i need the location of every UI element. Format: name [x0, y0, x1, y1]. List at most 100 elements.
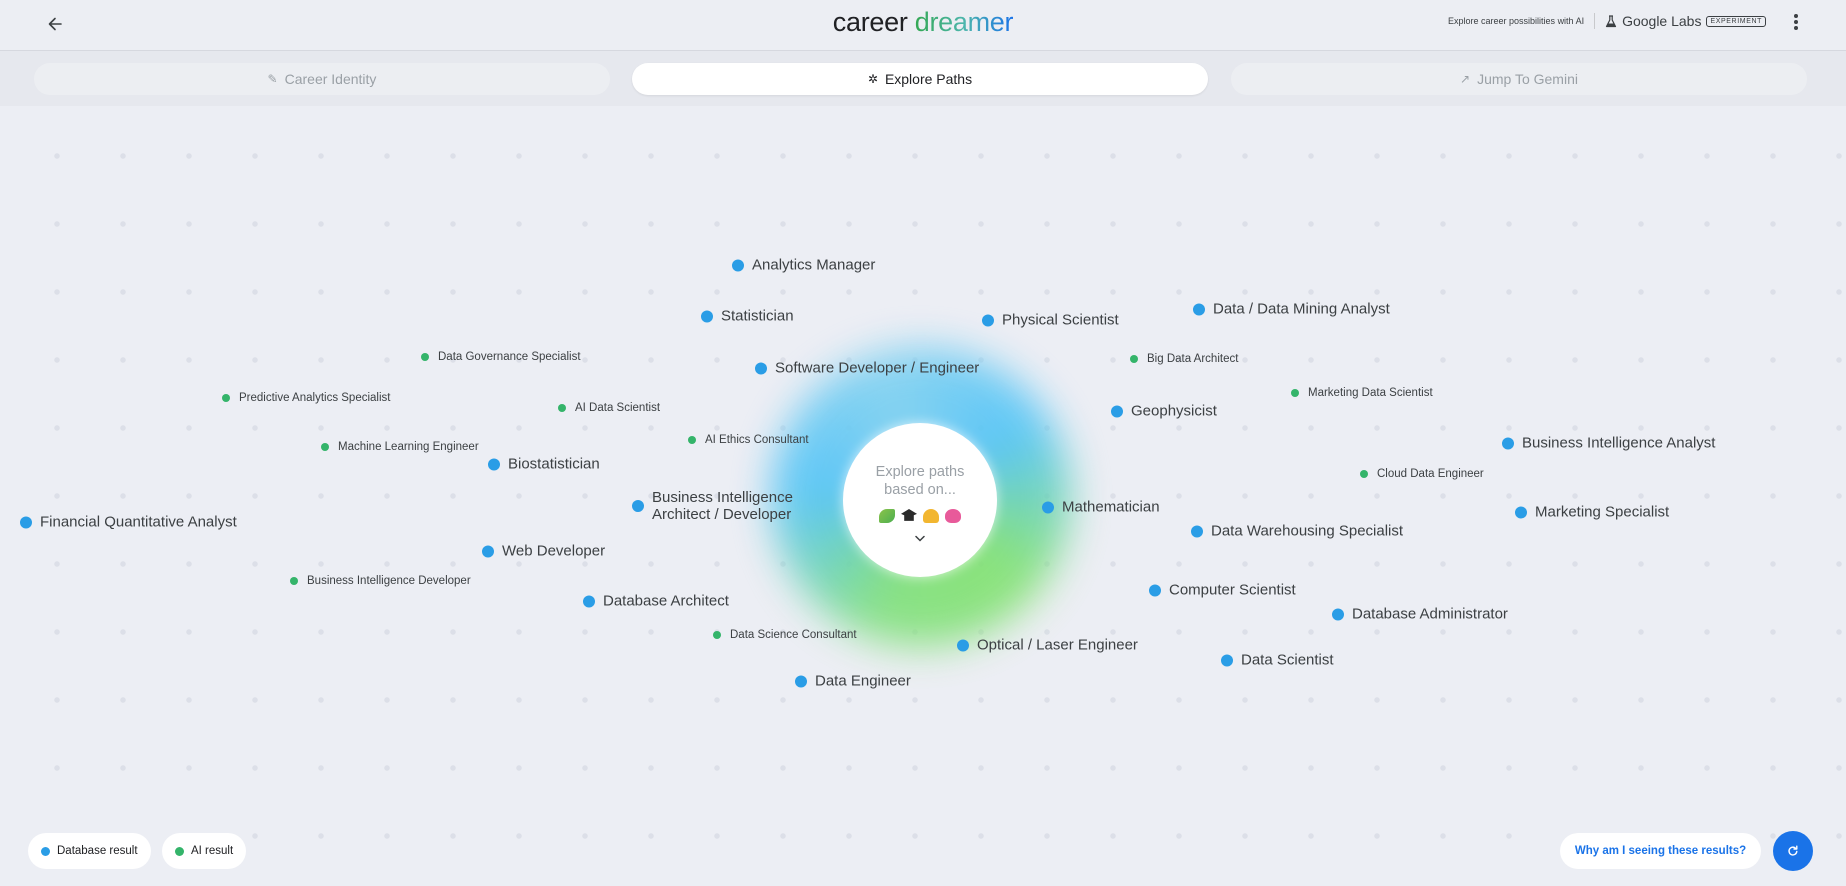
explore-paths-orb[interactable]: Explore paths based on... — [843, 423, 997, 577]
career-node[interactable]: Machine Learning Engineer — [321, 441, 479, 453]
career-node[interactable]: Business Intelligence Architect / Develo… — [632, 489, 832, 523]
ai-result-dot — [222, 394, 230, 402]
career-label: Database Architect — [603, 592, 729, 610]
more-options-button[interactable] — [1792, 12, 1800, 32]
sparkle-icon: ✎ — [267, 72, 278, 86]
career-label: Data Warehousing Specialist — [1211, 522, 1404, 540]
career-label: Biostatistician — [508, 455, 600, 473]
career-node[interactable]: Optical / Laser Engineer — [957, 637, 1138, 654]
career-node[interactable]: Software Developer / Engineer — [755, 360, 979, 377]
database-result-dot — [701, 310, 713, 322]
ai-result-dot — [688, 436, 696, 444]
career-label: Business Intelligence Developer — [307, 575, 471, 587]
career-label: Big Data Architect — [1147, 353, 1239, 365]
tab-bar: ✎ Career Identity ✲ Explore Paths ↗ Jump… — [0, 51, 1846, 106]
legend-ai-dot — [175, 846, 184, 856]
legend-database-result: Database result — [28, 833, 151, 869]
career-node[interactable]: AI Data Scientist — [558, 402, 660, 414]
career-label: Cloud Data Engineer — [1377, 468, 1484, 480]
career-node[interactable]: Data Warehousing Specialist — [1191, 523, 1403, 540]
why-results-button[interactable]: Why am I seeing these results? — [1560, 833, 1761, 869]
database-result-dot — [1502, 437, 1514, 449]
career-node[interactable]: Business Intelligence Analyst — [1502, 435, 1715, 452]
career-node[interactable]: Data Governance Specialist — [421, 351, 581, 363]
career-label: Data Engineer — [815, 672, 911, 690]
ai-result-dot — [1130, 355, 1138, 363]
header-right: Explore career possibilities with AI Goo… — [1448, 13, 1766, 29]
ai-result-dot — [713, 631, 721, 639]
ai-result-dot — [290, 577, 298, 585]
career-label: Business Intelligence Architect / Develo… — [652, 489, 793, 523]
career-node[interactable]: AI Ethics Consultant — [688, 434, 809, 446]
orb-line-1: Explore paths — [875, 464, 965, 480]
back-button[interactable] — [40, 9, 70, 39]
ai-result-dot — [558, 404, 566, 412]
career-label: Optical / Laser Engineer — [977, 636, 1138, 654]
career-node[interactable]: Data Engineer — [795, 673, 911, 690]
tab-career-identity[interactable]: ✎ Career Identity — [34, 63, 610, 95]
database-result-dot — [1111, 405, 1123, 417]
arrow-left-icon — [48, 17, 62, 31]
career-node[interactable]: Statistician — [701, 308, 794, 325]
career-label: Physical Scientist — [1002, 311, 1119, 329]
tab-explore-paths[interactable]: ✲ Explore Paths — [632, 63, 1208, 95]
tab-jump-to-gemini[interactable]: ↗ Jump To Gemini — [1231, 63, 1807, 95]
gemini-icon: ↗ — [1460, 72, 1471, 86]
career-label: Business Intelligence Analyst — [1522, 434, 1716, 452]
paths-icon: ✲ — [867, 72, 878, 86]
ai-result-dot — [1291, 389, 1299, 397]
flask-icon — [1605, 14, 1617, 27]
seedling-icon — [879, 509, 895, 523]
career-node[interactable]: Database Administrator — [1332, 606, 1508, 623]
career-node[interactable]: Cloud Data Engineer — [1360, 468, 1484, 480]
career-node[interactable]: Predictive Analytics Specialist — [222, 392, 390, 404]
chevron-down-icon — [843, 529, 997, 547]
legend-database-dot — [41, 846, 50, 856]
career-label: Data Scientist — [1241, 651, 1334, 669]
google-labs-label: Google Labs — [1622, 13, 1702, 29]
career-label: AI Data Scientist — [575, 402, 661, 414]
career-node[interactable]: Physical Scientist — [982, 312, 1119, 329]
database-result-dot — [1515, 506, 1527, 518]
logo-word-career: career — [832, 7, 908, 37]
refresh-icon — [1788, 845, 1798, 856]
career-label: Data Governance Specialist — [438, 351, 581, 363]
career-node[interactable]: Big Data Architect — [1130, 353, 1238, 365]
career-label: Machine Learning Engineer — [338, 441, 479, 453]
experiment-badge: EXPERIMENT — [1706, 15, 1766, 27]
legend-ai-label: AI result — [191, 845, 234, 857]
career-node[interactable]: Data / Data Mining Analyst — [1193, 301, 1390, 318]
career-node[interactable]: Biostatistician — [488, 456, 600, 473]
career-label: Data / Data Mining Analyst — [1213, 300, 1390, 318]
database-result-dot — [1042, 501, 1054, 513]
tab-label: Career Identity — [284, 71, 377, 87]
header-divider — [1594, 13, 1596, 29]
career-node[interactable]: Database Architect — [583, 593, 729, 610]
career-node[interactable]: Financial Quantitative Analyst — [20, 514, 237, 531]
career-label: Analytics Manager — [752, 256, 876, 274]
ai-result-dot — [421, 353, 429, 361]
database-result-dot — [795, 675, 807, 687]
career-label: Marketing Specialist — [1535, 503, 1670, 521]
database-result-dot — [20, 516, 32, 528]
legend-database-label: Database result — [57, 845, 138, 857]
database-result-dot — [1191, 525, 1203, 537]
database-result-dot — [732, 259, 744, 271]
career-label: Statistician — [721, 307, 794, 325]
career-node[interactable]: Data Science Consultant — [713, 629, 857, 641]
google-labs-badge[interactable]: Google Labs EXPERIMENT — [1605, 13, 1766, 29]
top-bar: career dreamer Explore career possibilit… — [0, 0, 1846, 51]
career-node[interactable]: Marketing Specialist — [1515, 504, 1669, 521]
career-node[interactable]: Geophysicist — [1111, 403, 1217, 420]
career-node[interactable]: Mathematician — [1042, 499, 1160, 516]
career-label: Database Administrator — [1352, 605, 1508, 623]
career-node[interactable]: Marketing Data Scientist — [1291, 387, 1433, 399]
database-result-dot — [632, 500, 644, 512]
career-node[interactable]: Web Developer — [482, 543, 605, 560]
career-node[interactable]: Computer Scientist — [1149, 582, 1296, 599]
refresh-button[interactable] — [1773, 831, 1813, 871]
career-node[interactable]: Analytics Manager — [732, 257, 875, 274]
career-node[interactable]: Business Intelligence Developer — [290, 575, 471, 587]
career-label: Software Developer / Engineer — [775, 359, 980, 377]
career-node[interactable]: Data Scientist — [1221, 652, 1334, 669]
